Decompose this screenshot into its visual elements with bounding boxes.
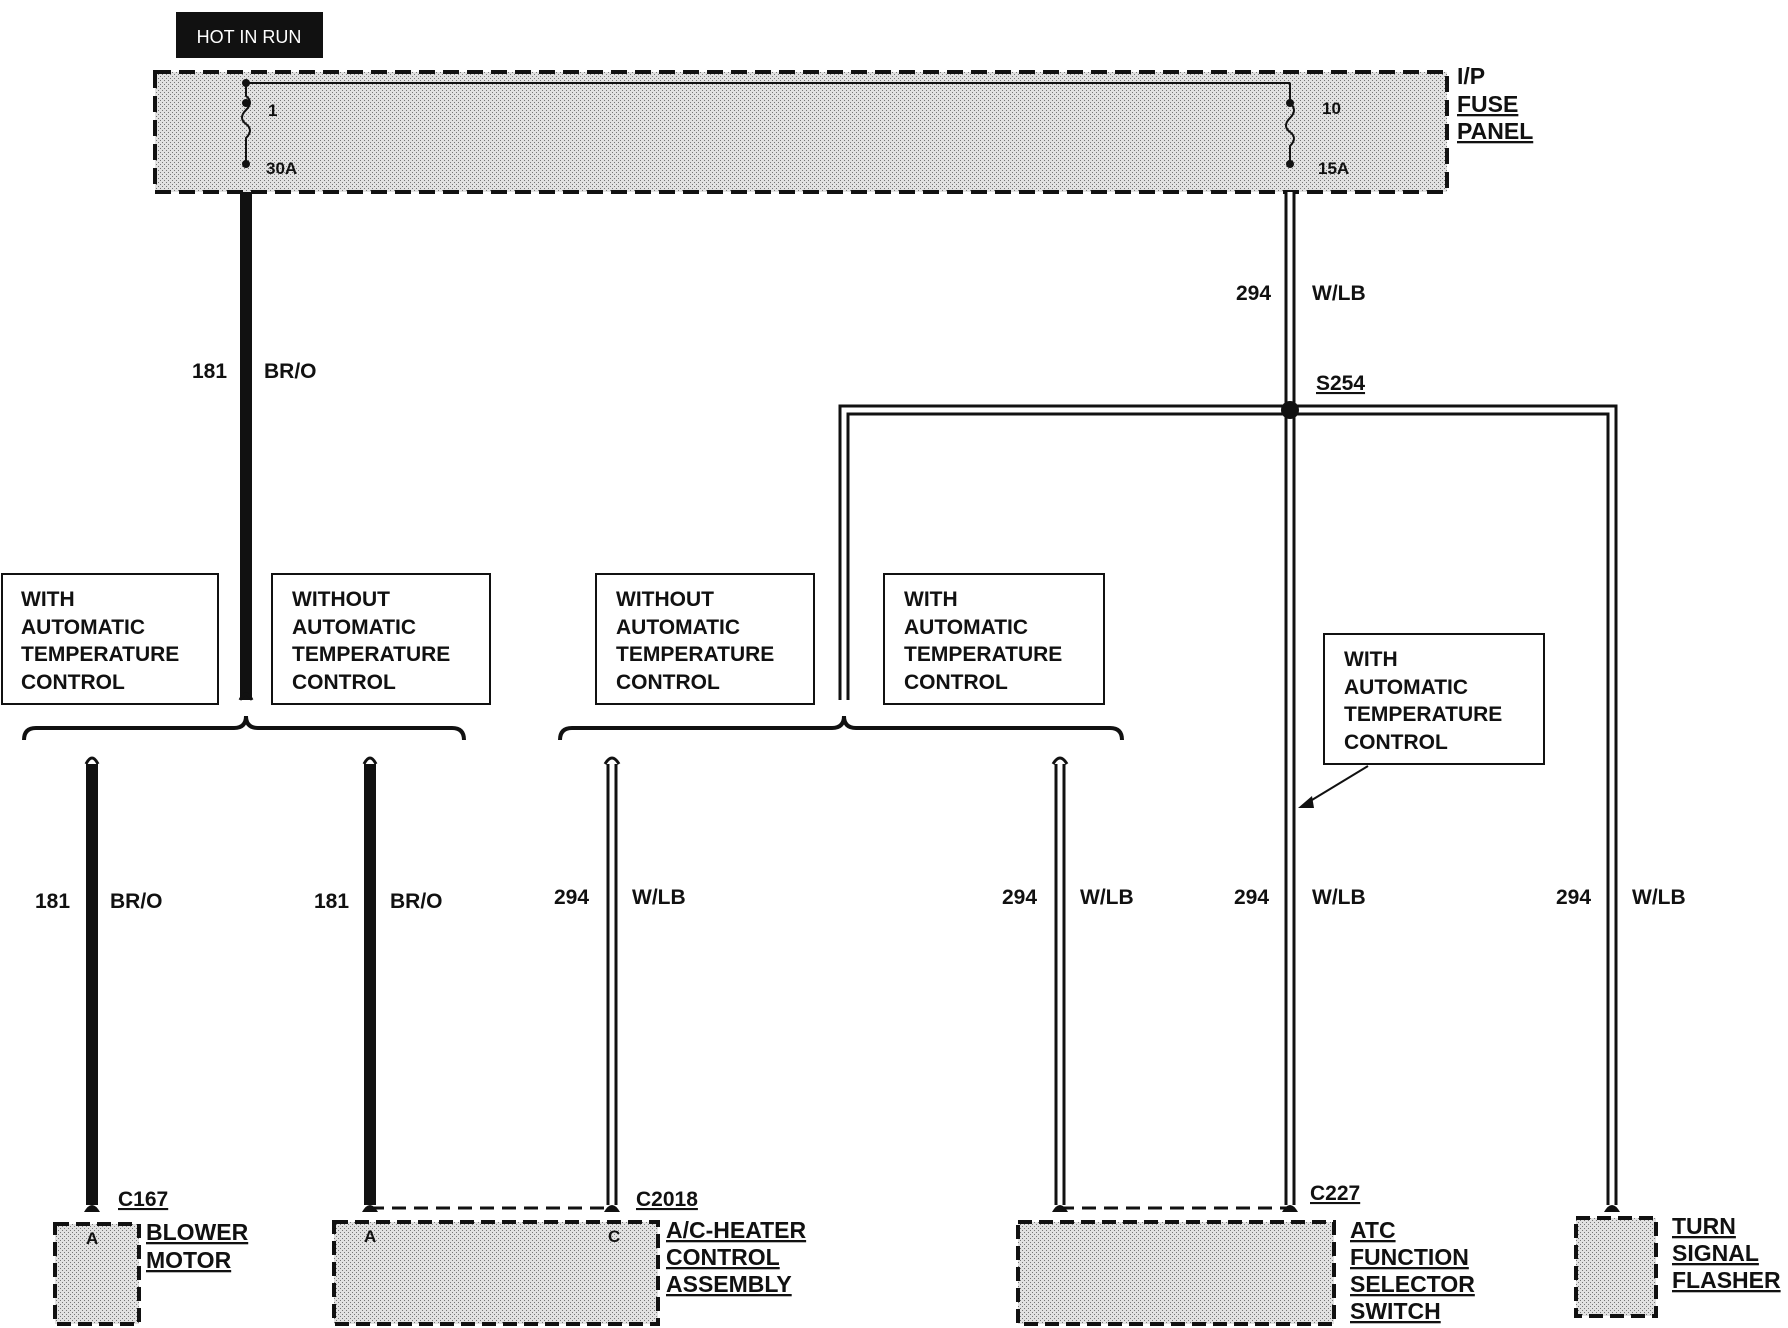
wire-181-trunk: 181 BR/O bbox=[192, 192, 317, 701]
ac-heater-name-3: ASSEMBLY bbox=[666, 1271, 792, 1297]
fuse-10-rating: 15A bbox=[1318, 159, 1349, 178]
blower-motor: C167 A BLOWER MOTOR bbox=[53, 1188, 249, 1326]
hot-in-run-text: HOT IN RUN bbox=[197, 27, 302, 47]
wire-294-turn-labels: 294 W/LB bbox=[1556, 886, 1686, 909]
option-box-1-line-3: TEMPERATURE bbox=[21, 643, 179, 666]
option-box-without-atc-1: WITHOUT AUTOMATIC TEMPERATURE CONTROL bbox=[271, 573, 491, 705]
turn-name-3: FLASHER bbox=[1672, 1267, 1781, 1293]
atc-name-3: SELECTOR bbox=[1350, 1271, 1475, 1297]
wire-294-trunk-color: W/LB bbox=[1312, 282, 1366, 305]
blower-connector: C167 bbox=[118, 1188, 168, 1211]
wire-294-ac-heater: 294 W/LB bbox=[554, 756, 686, 1205]
option-box-with-atc-2: WITH AUTOMATIC TEMPERATURE CONTROL bbox=[883, 573, 1105, 705]
option-box-2-line-2: AUTOMATIC bbox=[292, 616, 416, 639]
option-box-2-line-4: CONTROL bbox=[292, 671, 396, 694]
fuse-1-rating: 30A bbox=[266, 159, 297, 178]
ac-heater-pin-a: A bbox=[364, 1227, 376, 1246]
wire-294-atc-left-circuit: 294 bbox=[1002, 886, 1037, 909]
blower-name-2: MOTOR bbox=[146, 1247, 232, 1273]
wire-294-turn-color: W/LB bbox=[1632, 886, 1686, 909]
ac-heater-pin-c: C bbox=[608, 1227, 620, 1246]
option-box-4-line-1: WITH bbox=[904, 588, 958, 611]
option-box-2-line-1: WITHOUT bbox=[292, 588, 390, 611]
wire-294-ac-heater-circuit: 294 bbox=[554, 886, 589, 909]
option-box-1-line-1: WITH bbox=[21, 588, 75, 611]
blower-name-1: BLOWER bbox=[146, 1219, 249, 1245]
option-box-with-atc-1: WITH AUTOMATIC TEMPERATURE CONTROL bbox=[1, 573, 219, 705]
wire-294-trunk: 294 W/LB bbox=[1236, 192, 1366, 410]
atc-name-4: SWITCH bbox=[1350, 1298, 1441, 1324]
splice-s254-label: S254 bbox=[1316, 372, 1365, 395]
ac-heater-control-assembly: C2018 A C A/C-HEATER CONTROL ASSEMBLY bbox=[332, 1188, 807, 1326]
wire-181-blower-color: BR/O bbox=[110, 890, 163, 913]
wire-181-trunk-color: BR/O bbox=[264, 360, 317, 383]
option-box-4-line-3: TEMPERATURE bbox=[904, 643, 1062, 666]
wire-181-ac-heater-color: BR/O bbox=[390, 890, 443, 913]
fuse-panel: 1 30A 10 15A I/P FUSE PANEL bbox=[153, 63, 1533, 194]
wire-294-atc-right-color: W/LB bbox=[1312, 886, 1366, 909]
option-box-3-line-2: AUTOMATIC bbox=[616, 616, 740, 639]
wire-294-atc-right-labels: 294 W/LB bbox=[1234, 886, 1366, 909]
wire-294-atc-left-color: W/LB bbox=[1080, 886, 1134, 909]
wire-294-atc-right-circuit: 294 bbox=[1234, 886, 1269, 909]
fuse-panel-title-3: PANEL bbox=[1457, 118, 1533, 144]
option-box-with-atc-3: WITH AUTOMATIC TEMPERATURE CONTROL bbox=[1298, 633, 1545, 808]
wire-181-blower: 181 BR/O bbox=[35, 756, 163, 1205]
atc-function-selector-switch: C227 ATC FUNCTION SELECTOR SWITCH bbox=[1016, 1182, 1475, 1326]
option-box-3-line-4: CONTROL bbox=[616, 671, 720, 694]
ac-heater-name-1: A/C-HEATER bbox=[666, 1217, 807, 1243]
wire-294-turn-circuit: 294 bbox=[1556, 886, 1591, 909]
splice-s254: S254 bbox=[838, 372, 1618, 1205]
ac-heater-name-2: CONTROL bbox=[666, 1244, 780, 1270]
turn-signal-flasher: TURN SIGNAL FLASHER bbox=[1574, 1213, 1781, 1318]
atc-name-2: FUNCTION bbox=[1350, 1244, 1469, 1270]
option-box-5-line-3: TEMPERATURE bbox=[1344, 703, 1502, 726]
option-box-4-line-2: AUTOMATIC bbox=[904, 616, 1028, 639]
atc-name-1: ATC bbox=[1350, 1217, 1396, 1243]
wire-181-trunk-circuit: 181 bbox=[192, 360, 227, 383]
wire-294-atc-left: 294 W/LB bbox=[1002, 756, 1134, 1205]
ac-heater-connector: C2018 bbox=[636, 1188, 698, 1211]
option-box-5-line-1: WITH bbox=[1344, 648, 1398, 671]
fuse-10-number: 10 bbox=[1322, 99, 1341, 118]
hot-in-run-label: HOT IN RUN bbox=[176, 12, 323, 58]
wire-181-blower-circuit: 181 bbox=[35, 890, 70, 913]
option-box-3-line-1: WITHOUT bbox=[616, 588, 714, 611]
option-box-3-line-3: TEMPERATURE bbox=[616, 643, 774, 666]
fuse-1-number: 1 bbox=[268, 101, 277, 120]
turn-name-2: SIGNAL bbox=[1672, 1240, 1759, 1266]
option-box-without-atc-2: WITHOUT AUTOMATIC TEMPERATURE CONTROL bbox=[595, 573, 815, 705]
turn-name-1: TURN bbox=[1672, 1213, 1736, 1239]
wire-181-ac-heater-circuit: 181 bbox=[314, 890, 349, 913]
fuse-panel-title-2: FUSE bbox=[1457, 91, 1518, 117]
wire-294-ac-heater-color: W/LB bbox=[632, 886, 686, 909]
option-box-2-line-3: TEMPERATURE bbox=[292, 643, 450, 666]
option-box-1-line-2: AUTOMATIC bbox=[21, 616, 145, 639]
brace-right bbox=[558, 715, 1124, 741]
option-box-5-line-2: AUTOMATIC bbox=[1344, 676, 1468, 699]
atc-connector: C227 bbox=[1310, 1182, 1360, 1205]
option-box-1-line-4: CONTROL bbox=[21, 671, 125, 694]
blower-pin: A bbox=[86, 1229, 98, 1248]
terminal-caps bbox=[84, 1205, 1620, 1212]
brace-left bbox=[22, 715, 466, 741]
wire-294-trunk-circuit: 294 bbox=[1236, 282, 1271, 305]
fuse-panel-title-1: I/P bbox=[1457, 63, 1485, 89]
wire-181-ac-heater: 181 BR/O bbox=[314, 756, 443, 1205]
option-box-5-line-4: CONTROL bbox=[1344, 731, 1448, 754]
option-box-4-line-4: CONTROL bbox=[904, 671, 1008, 694]
